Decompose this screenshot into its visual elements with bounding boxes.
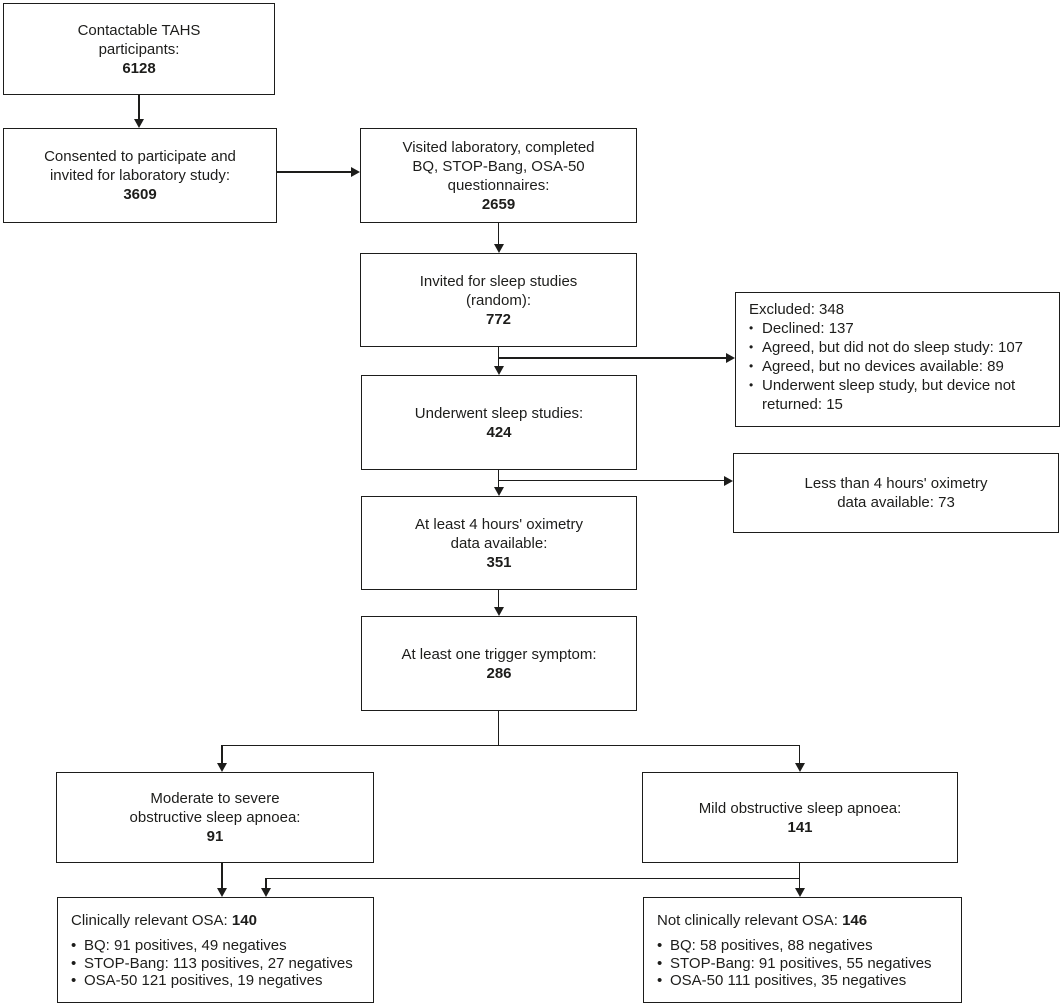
box-text-line: Visited laboratory, completed [402,138,595,156]
box-invited-sleep-studies: Invited for sleep studies (random): 772 [360,253,637,347]
not-clin-relevant-title: Not clinically relevant OSA: 146 [657,911,867,930]
box-excluded: Excluded: 348 Declined: 137 Agreed, but … [735,292,1060,427]
arrow-right-icon [351,167,360,177]
arrow-down-icon [794,763,805,772]
clin-relevant-list: BQ: 91 positives, 49 negatives STOP-Bang… [71,937,353,990]
connector-line [277,171,351,173]
box-text-line: invited for laboratory study: [49,167,231,184]
box-count: 351 [486,553,512,571]
connector-line [497,223,500,244]
connector-line [266,877,800,879]
connector-line [798,744,801,764]
connector-line [497,470,500,487]
arrow-down-icon [493,244,504,253]
connector-line [497,590,500,607]
box-count: 91 [206,828,224,845]
arrow-down-icon [493,366,504,375]
box-text-line: Consented to participate and [44,148,236,165]
arrow-down-icon [794,888,805,897]
connector-line [497,711,500,746]
questionnaire-result: STOP-Bang: 113 positives, 27 negatives [71,955,353,973]
arrow-down-icon [261,888,271,897]
connector-line [221,863,223,888]
title-count: 140 [231,912,257,929]
box-text-line: Underwent sleep studies: [414,404,584,422]
clin-relevant-title: Clinically relevant OSA: 140 [71,911,257,930]
box-text-line: At least one trigger symptom: [401,645,597,663]
box-not-clinically-relevant-osa: Not clinically relevant OSA: 146 BQ: 58 … [643,897,962,1003]
connector-line [498,479,724,482]
box-trigger-symptom: At least one trigger symptom: 286 [361,616,637,711]
box-text-line: At least 4 hours' oximetry [415,515,583,533]
box-underwent-sleep-studies: Underwent sleep studies: 424 [361,375,637,470]
box-text-line: BQ, STOP-Bang, OSA-50 [412,157,585,175]
excluded-item: Declined: 137 [749,319,1053,338]
box-text-line: Moderate to severe [150,790,280,807]
box-count: 6128 [122,59,156,77]
box-text-line: Mild obstructive sleep apnoea: [698,799,902,817]
title-count: 146 [842,912,868,929]
connector-line [138,95,140,119]
questionnaire-result: BQ: 58 positives, 88 negatives [657,937,932,955]
box-text-line: Less than 4 hours' oximetry [804,475,988,492]
connector-line [497,347,500,366]
box-text-line: (random): [465,291,532,309]
box-text-line: data available: 73 [837,494,955,511]
arrow-down-icon [217,888,227,897]
connector-line [798,863,801,879]
arrow-down-icon [134,119,144,128]
connector-line [221,744,223,764]
box-text-line: obstructive sleep apnoea: [129,809,301,826]
connector-line [498,357,726,359]
box-consented: Consented to participate and invited for… [3,128,277,223]
questionnaire-result: BQ: 91 positives, 49 negatives [71,937,353,955]
box-count: 772 [485,310,512,328]
connector-line [265,877,267,889]
questionnaire-result: STOP-Bang: 91 positives, 55 negatives [657,955,932,973]
arrow-right-icon [726,353,735,363]
arrow-down-icon [493,487,504,496]
box-contactable-participants: Contactable TAHS participants: 6128 [3,3,275,95]
questionnaire-result: OSA-50 111 positives, 35 negatives [657,972,932,990]
box-at-least-4h-oximetry: At least 4 hours' oximetry data availabl… [361,496,637,590]
not-clin-relevant-list: BQ: 58 positives, 88 negatives STOP-Bang… [657,937,932,990]
excluded-item: Agreed, but no devices available: 89 [749,357,1053,376]
box-text-line: Invited for sleep studies [419,272,578,290]
arrow-down-icon [493,607,504,616]
questionnaire-result: OSA-50 121 positives, 19 negatives [71,972,353,990]
arrow-right-icon [724,475,733,486]
excluded-item: Underwent sleep study, but device not re… [749,376,1053,414]
box-count: 286 [486,664,512,682]
box-less-than-4h-oximetry: Less than 4 hours' oximetry data availab… [733,453,1059,533]
box-moderate-severe-osa: Moderate to severe obstructive sleep apn… [56,772,374,863]
box-count: 3609 [123,186,157,203]
connector-line [798,877,801,889]
box-text-line: questionnaires: [447,176,550,194]
box-text-line: Contactable TAHS [77,21,201,39]
connector-line [222,744,800,746]
box-clinically-relevant-osa: Clinically relevant OSA: 140 BQ: 91 posi… [57,897,374,1003]
title-text: Clinically relevant OSA: [71,912,228,929]
box-mild-osa: Mild obstructive sleep apnoea: 141 [642,772,958,863]
box-count: 2659 [481,195,516,213]
box-visited-laboratory: Visited laboratory, completed BQ, STOP-B… [360,128,637,223]
excluded-title: Excluded: 348 [749,301,845,318]
box-count: 141 [787,818,813,836]
title-text: Not clinically relevant OSA: [657,912,838,929]
box-text-line: data available: [450,534,548,552]
box-text-line: participants: [98,40,180,58]
box-count: 424 [486,423,512,441]
excluded-item: Agreed, but did not do sleep study: 107 [749,338,1053,357]
excluded-list: Declined: 137 Agreed, but did not do sle… [749,319,1053,414]
arrow-down-icon [217,763,227,772]
